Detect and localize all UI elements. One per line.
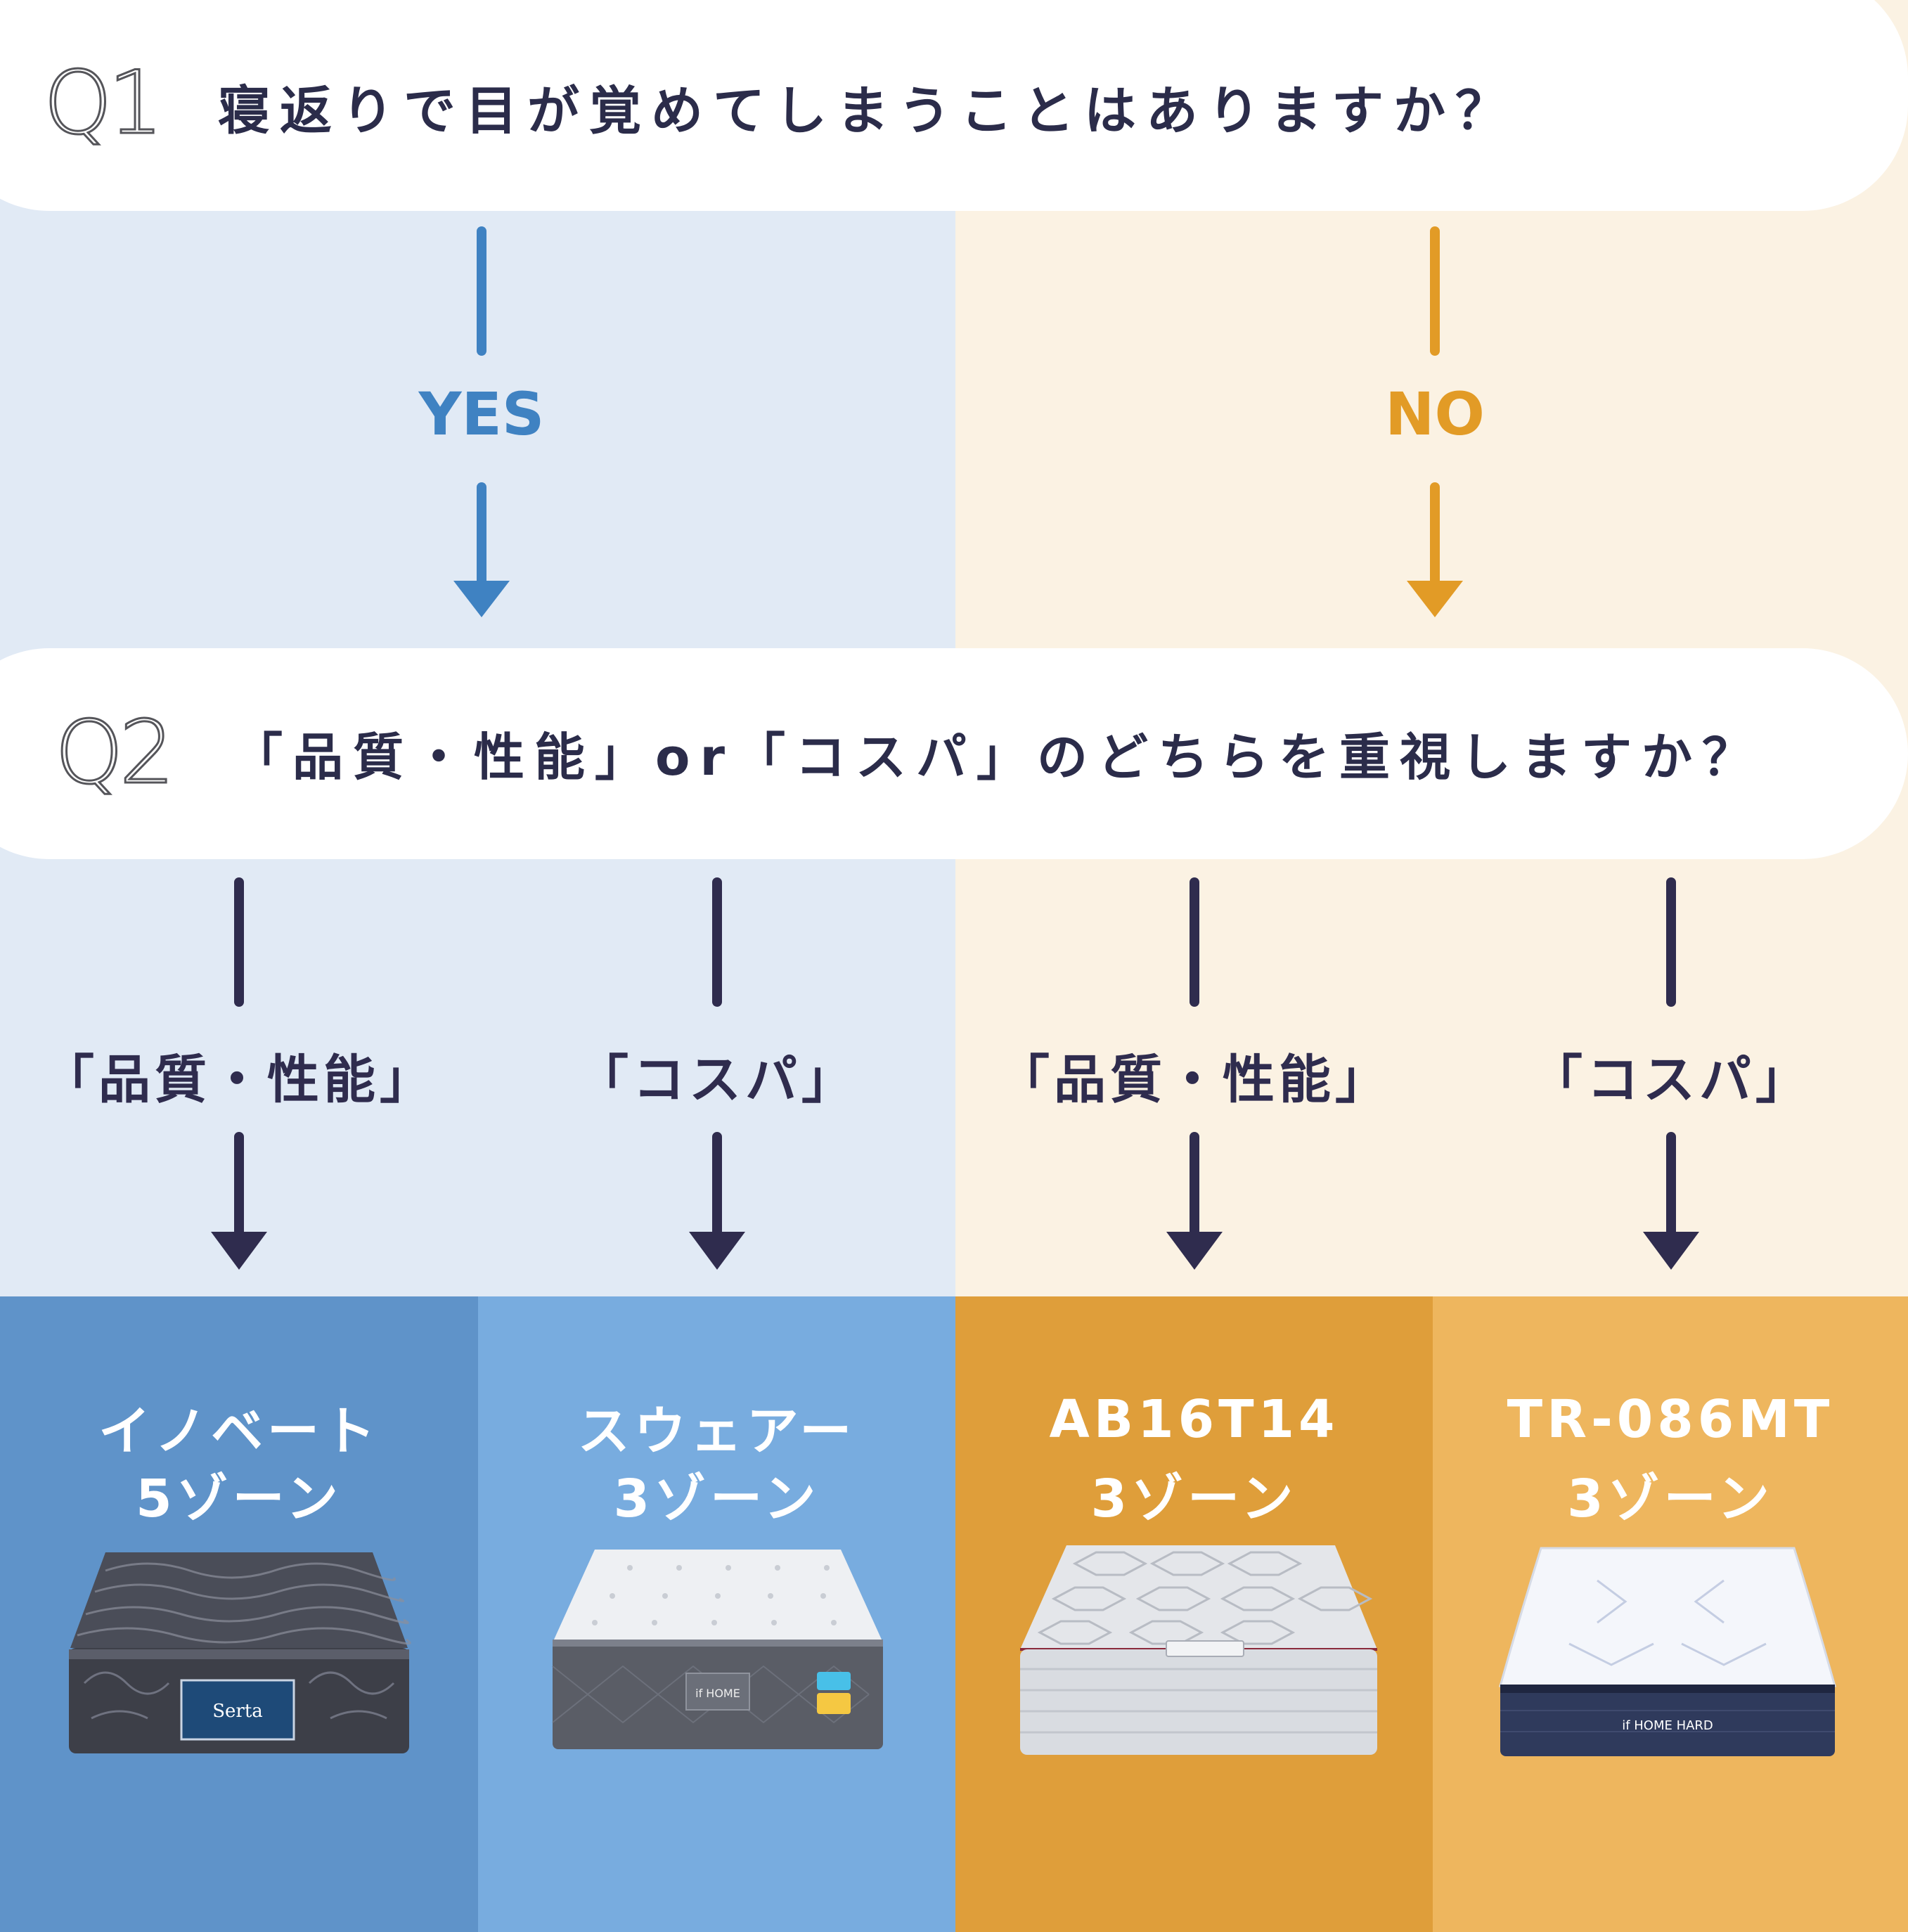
option4-line [1666, 877, 1676, 1007]
product-card-2: スウェアー 3ゾーン if HOME [478, 1296, 955, 1932]
product-3-mattress-image [1020, 1545, 1377, 1755]
product-1-mattress-image: Serta [69, 1552, 411, 1753]
product-2-mattress-image: if HOME [552, 1550, 883, 1749]
question2-text: 「品質・性能」or「コスパ」のどちらを重視しますか？ [232, 728, 1762, 787]
option2-arrow-head [689, 1232, 745, 1270]
option3-arrow-shaft [1190, 1132, 1199, 1237]
option2-label: 「コスパ」 [576, 1050, 858, 1110]
question2-label: Q2 [54, 702, 176, 804]
no-arrow-head [1407, 581, 1463, 617]
product-2-name: スウェアー [577, 1401, 856, 1462]
product-card-3: AB16T14 3ゾーン [955, 1296, 1433, 1932]
question2-box [0, 648, 1908, 859]
question1-text: 寝返りで目が覚めてしまうことはありますか？ [218, 81, 1517, 141]
product-3-name: AB16T14 [1049, 1389, 1339, 1450]
question1-label: Q1 [43, 53, 165, 154]
product-4-mattress-image: if HOME HARD [1499, 1547, 1836, 1756]
option4-arrow-head [1643, 1232, 1699, 1270]
product-card-1: イノベート 5ゾーン Serta [0, 1296, 478, 1932]
option3-line [1190, 877, 1199, 1007]
product-2-zones: 3ゾーン [613, 1469, 820, 1529]
product-3-zones: 3ゾーン [1090, 1469, 1298, 1529]
option4-arrow-shaft [1666, 1132, 1676, 1237]
option3-arrow-head [1166, 1232, 1223, 1270]
option1-label: 「品質・性能」 [42, 1050, 436, 1110]
yes-arrow-head [453, 581, 510, 617]
question1-box [0, 0, 1908, 211]
product-4-zones: 3ゾーン [1567, 1469, 1774, 1529]
no-line-bottom [1430, 482, 1440, 588]
product-1-name: イノベート [98, 1401, 380, 1462]
product-1-brand: Serta [212, 1701, 263, 1722]
option1-arrow-shaft [234, 1132, 244, 1237]
product-card-4: TR-086MT 3ゾーン if HOME HARD [1433, 1296, 1908, 1932]
no-label: NO [1385, 380, 1485, 449]
no-line-top [1430, 226, 1440, 356]
option4-label: 「コスパ」 [1530, 1050, 1812, 1110]
option3-label: 「品質・性能」 [998, 1050, 1391, 1110]
yes-line-top [477, 226, 486, 356]
option1-line [234, 877, 244, 1007]
option2-line [712, 877, 722, 1007]
yes-line-bottom [477, 482, 486, 588]
product-4-name: TR-086MT [1507, 1389, 1834, 1450]
option1-arrow-head [211, 1232, 267, 1270]
product-2-brand: if HOME [695, 1687, 740, 1700]
product-4-brand: if HOME HARD [1622, 1718, 1713, 1733]
product-1-zones: 5ゾーン [136, 1469, 342, 1529]
option2-arrow-shaft [712, 1132, 722, 1237]
yes-label: YES [418, 380, 545, 449]
